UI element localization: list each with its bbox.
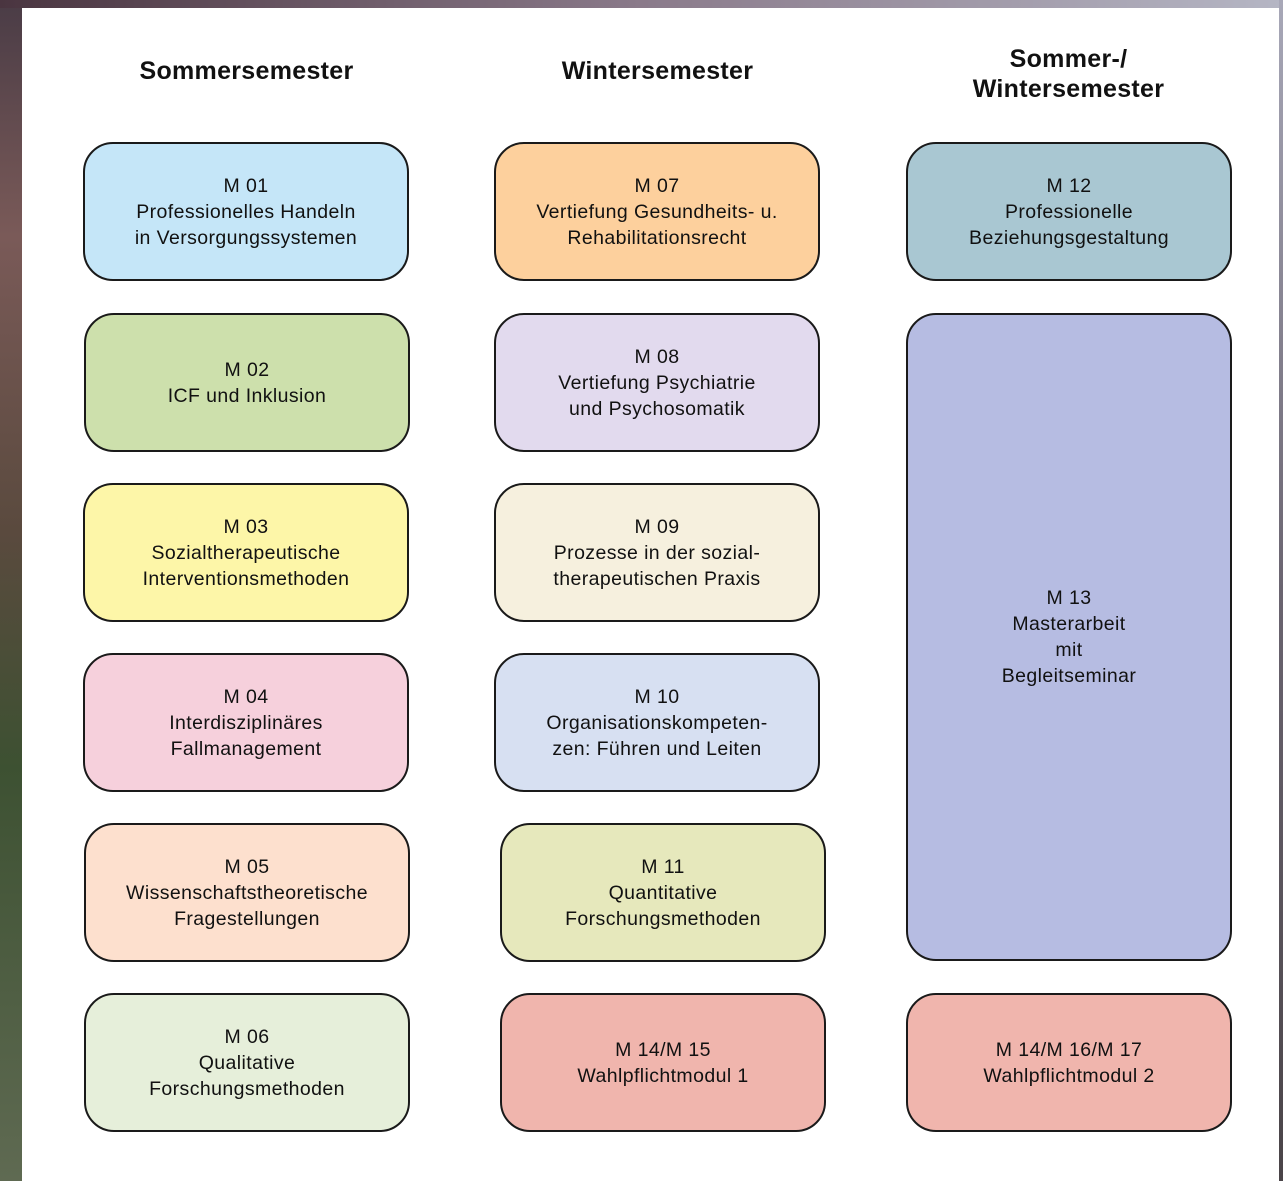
- module-m11[interactable]: M 11 Quantitative Forschungsmethoden: [500, 823, 826, 962]
- module-title: Vertiefung Psychiatrie und Psychosomatik: [558, 371, 756, 420]
- module-code: M 03: [223, 515, 269, 538]
- column-header-both: Sommer-/ Wintersemester: [972, 45, 1165, 103]
- module-m03[interactable]: M 03 Sozialtherapeutische Interventionsm…: [83, 483, 409, 622]
- module-title: Masterarbeit mit Begleitseminar: [1001, 613, 1137, 687]
- module-m07[interactable]: M 07 Vertiefung Gesundheits- u. Rehabili…: [494, 142, 820, 281]
- module-title: Wissenschaftstheoretische Fragestellunge…: [126, 881, 368, 930]
- module-title: Professionelles Handeln in Versorgungssy…: [134, 200, 358, 249]
- module-code: M 07: [634, 174, 680, 197]
- module-code: M 04: [223, 685, 269, 708]
- module-title: Sozialtherapeutische Interventionsmethod…: [142, 541, 350, 590]
- module-m13[interactable]: M 13 Masterarbeit mit Begleitseminar: [906, 313, 1232, 961]
- module-title: Wahlpflichtmodul 2: [983, 1064, 1155, 1087]
- module-m12[interactable]: M 12 Professionelle Beziehungsgestaltung: [906, 142, 1232, 281]
- module-m08[interactable]: M 08 Vertiefung Psychiatrie und Psychoso…: [494, 313, 820, 452]
- module-code: M 06: [224, 1025, 270, 1048]
- module-title: Vertiefung Gesundheits- u. Rehabilitatio…: [536, 200, 778, 249]
- background-top-edge: [0, 0, 1283, 8]
- module-code: M 12: [1046, 174, 1092, 197]
- module-code: M 10: [634, 685, 680, 708]
- module-wahlpflicht-2[interactable]: M 14/M 16/M 17 Wahlpflichtmodul 2: [906, 993, 1232, 1132]
- module-title: Prozesse in der sozial- therapeutischen …: [553, 541, 761, 590]
- curriculum-panel: Sommersemester Wintersemester Sommer-/ W…: [22, 8, 1279, 1181]
- module-code: M 14/M 16/M 17: [995, 1038, 1143, 1061]
- module-wahlpflicht-1[interactable]: M 14/M 15 Wahlpflichtmodul 1: [500, 993, 826, 1132]
- module-code: M 14/M 15: [615, 1038, 711, 1061]
- module-title: Quantitative Forschungsmethoden: [565, 881, 761, 930]
- module-title: Qualitative Forschungsmethoden: [149, 1051, 345, 1100]
- module-m04[interactable]: M 04 Interdisziplinäres Fallmanagement: [83, 653, 409, 792]
- module-code: M 09: [634, 515, 680, 538]
- module-code: M 02: [224, 358, 270, 381]
- module-m10[interactable]: M 10 Organisationskompeten- zen: Führen …: [494, 653, 820, 792]
- module-code: M 05: [224, 855, 270, 878]
- column-header-summer: Sommersemester: [139, 57, 354, 85]
- module-code: M 01: [223, 174, 269, 197]
- module-m05[interactable]: M 05 Wissenschaftstheoretische Fragestel…: [84, 823, 410, 962]
- module-m01[interactable]: M 01 Professionelles Handeln in Versorgu…: [83, 142, 409, 281]
- module-code: M 13: [1046, 587, 1092, 609]
- background-right-edge: [1279, 0, 1283, 1181]
- module-m06[interactable]: M 06 Qualitative Forschungsmethoden: [84, 993, 410, 1132]
- module-m09[interactable]: M 09 Prozesse in der sozial- therapeutis…: [494, 483, 820, 622]
- module-title: Wahlpflichtmodul 1: [577, 1064, 749, 1087]
- module-m02[interactable]: M 02 ICF und Inklusion: [84, 313, 410, 452]
- module-code: M 08: [634, 345, 680, 368]
- module-title: Organisationskompeten- zen: Führen und L…: [546, 711, 768, 760]
- module-code: M 11: [641, 855, 685, 878]
- module-title: Professionelle Beziehungsgestaltung: [969, 200, 1169, 249]
- column-header-winter: Wintersemester: [561, 57, 754, 85]
- background-left-edge: [0, 0, 22, 1181]
- module-title: ICF und Inklusion: [167, 384, 327, 407]
- module-title: Interdisziplinäres Fallmanagement: [169, 711, 323, 760]
